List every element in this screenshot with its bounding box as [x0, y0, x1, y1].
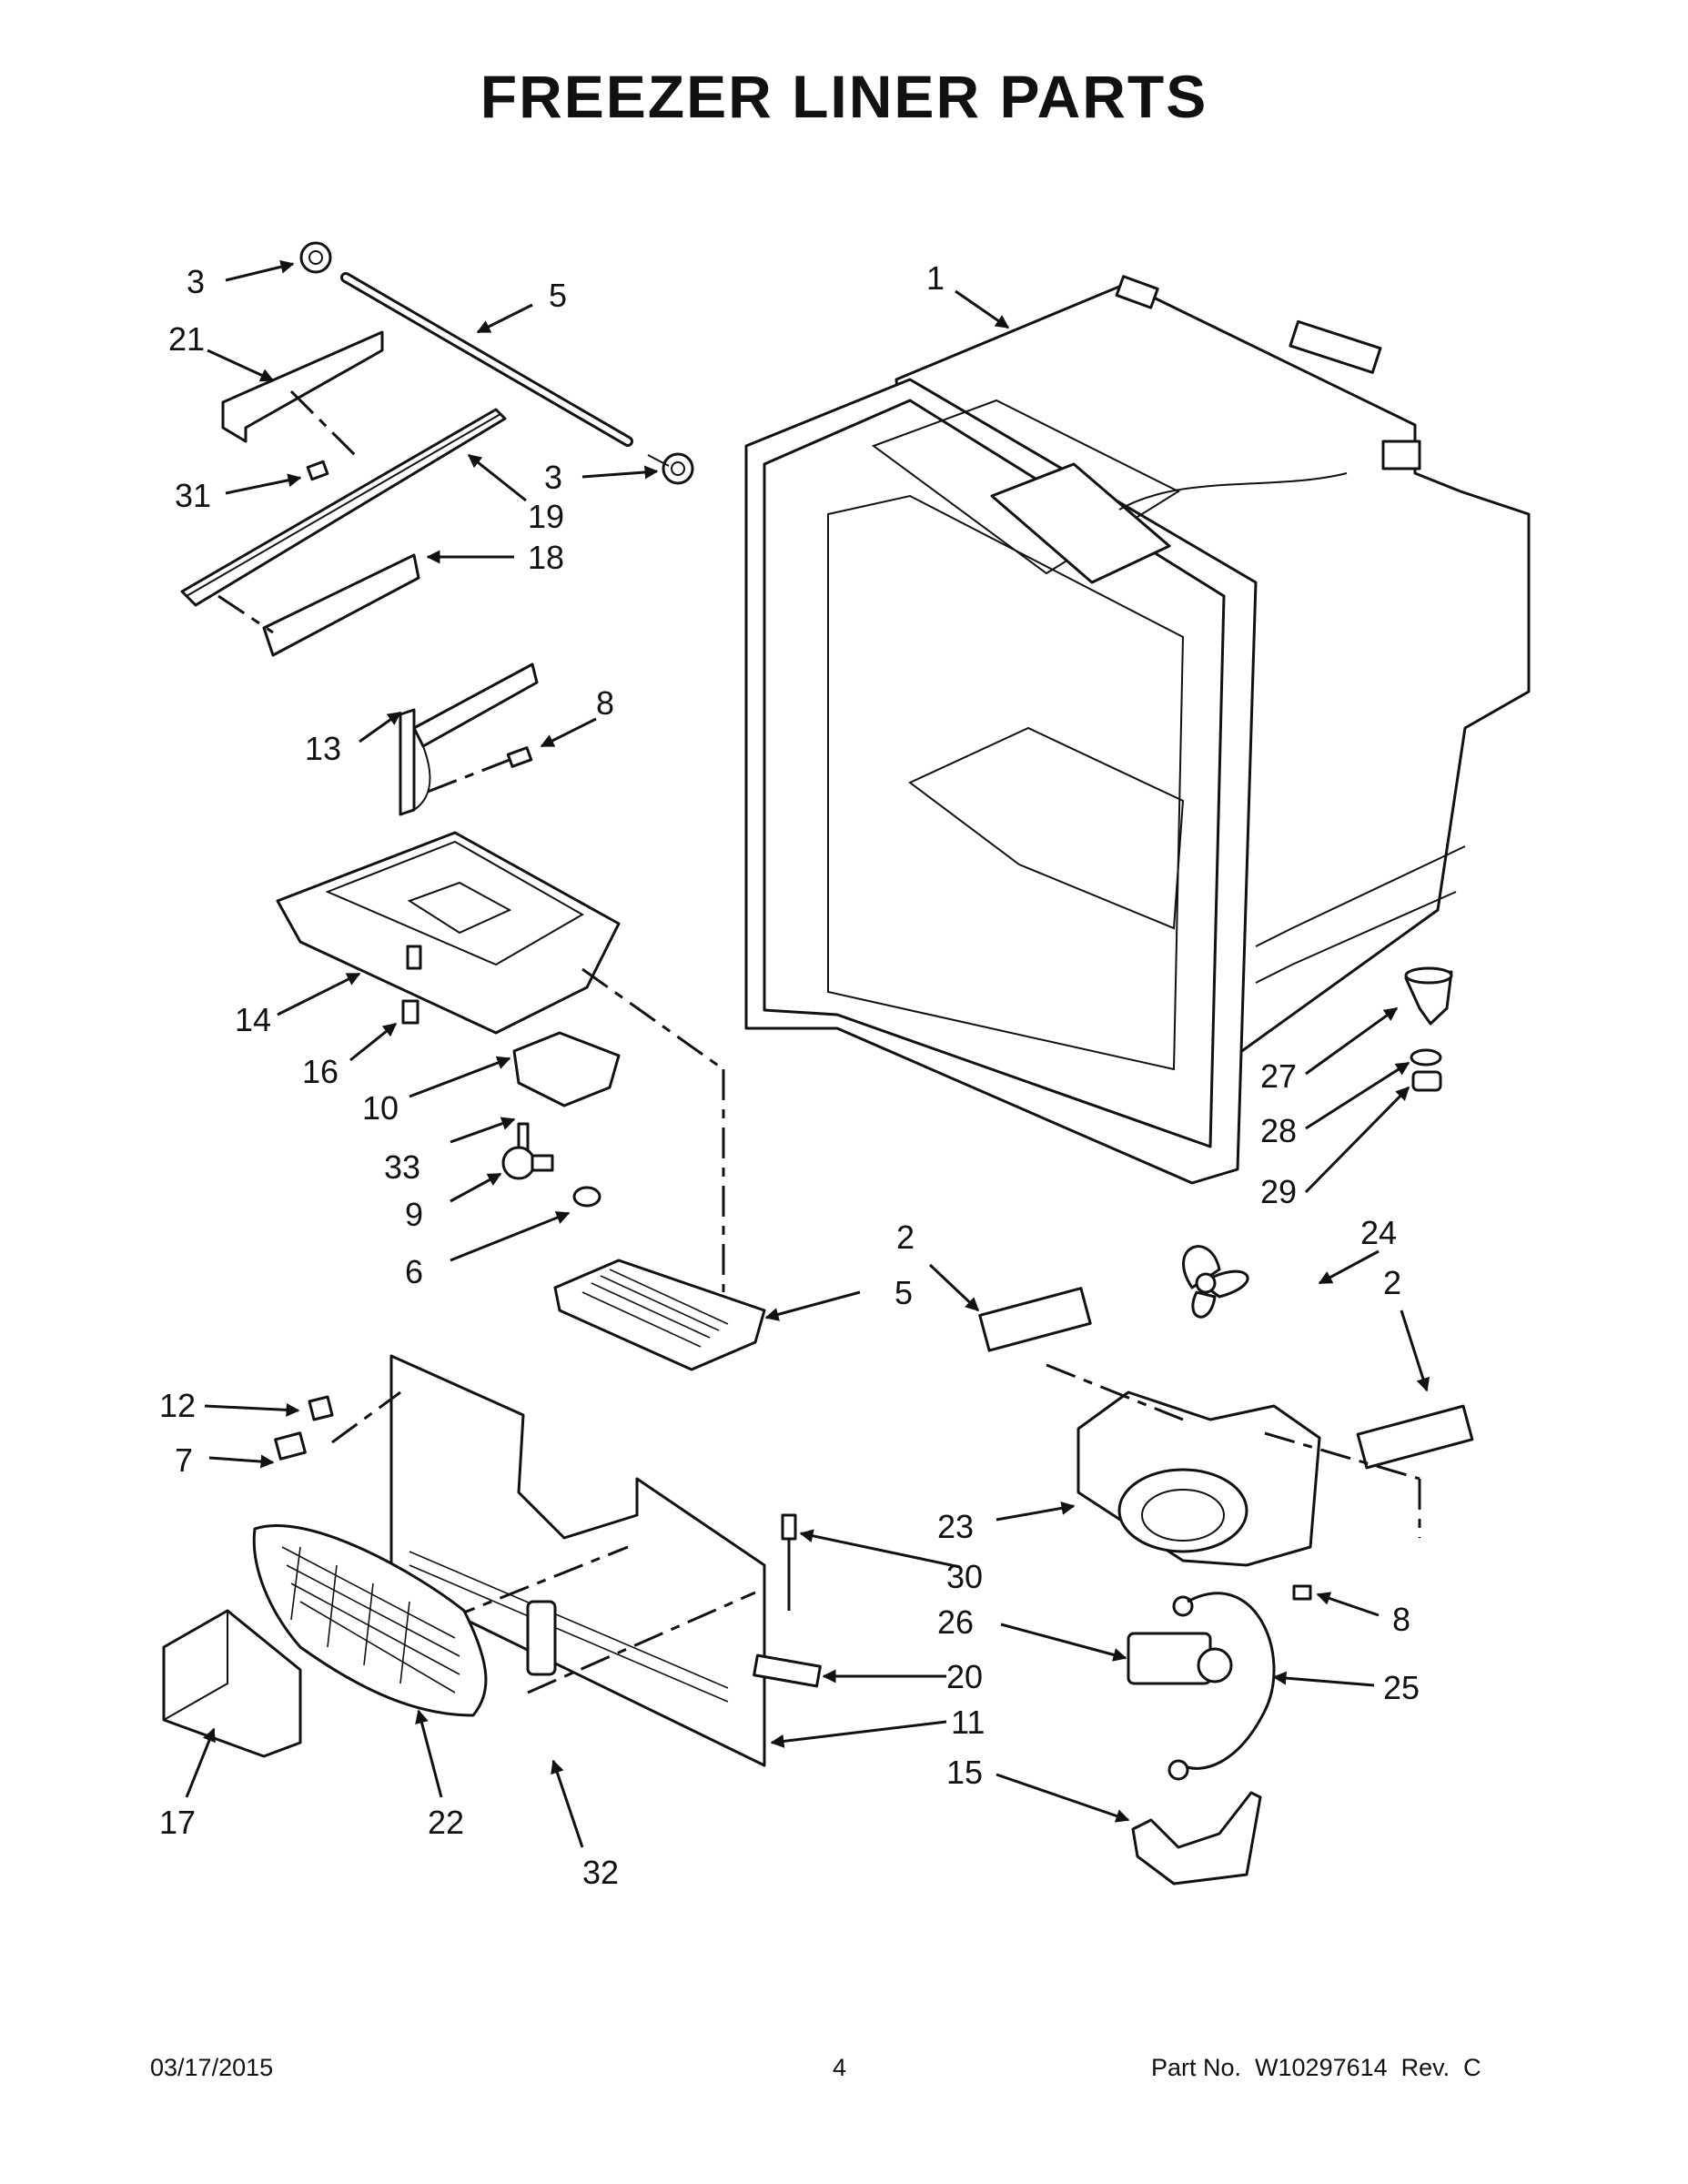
callout-21: 21 [168, 320, 205, 358]
callout-15-label: 15 [946, 1754, 983, 1791]
callout-1: 1 [926, 259, 945, 297]
light-housing [276, 831, 621, 1035]
footer-page-number: 4 [833, 2054, 847, 2081]
callout-5: 5 [549, 277, 567, 314]
rear-cover-panel [274, 1354, 766, 1767]
callout-9: 9 [405, 1196, 423, 1233]
evaporator-fan-motor [1127, 1584, 1312, 1886]
callout-22: 22 [428, 1804, 464, 1841]
freezer-liner [744, 275, 1531, 1185]
fan-housing [1046, 1363, 1421, 1567]
gear-top [299, 241, 332, 274]
thermistor [526, 1513, 797, 1676]
foam-pad-left [978, 1287, 1092, 1352]
callout-17: 17 [159, 1804, 196, 1841]
callout-2-right: 2 [1383, 1264, 1401, 1301]
callout-12: 12 [159, 1387, 196, 1424]
callout-leaders [185, 259, 1430, 1848]
page-title: FREEZER LINER PARTS [480, 63, 1208, 130]
foam-pad-right [1356, 1404, 1474, 1470]
slide-rail-assembly [180, 241, 694, 657]
lamp-shield [553, 1259, 766, 1371]
gear-right [662, 452, 694, 485]
callout-4: 5 [895, 1274, 913, 1311]
callout-6: 6 [405, 1253, 423, 1290]
callout-3-top: 3 [187, 263, 205, 300]
side-bracket [399, 662, 539, 816]
callout-23: 23 [937, 1508, 974, 1545]
callout-30: 30 [946, 1558, 983, 1595]
callout-18: 18 [528, 539, 564, 576]
seal-strip [753, 1653, 822, 1688]
callout-10: 10 [362, 1089, 399, 1127]
callout-26: 26 [937, 1603, 974, 1641]
callout-13: 13 [305, 730, 341, 767]
callout-8-right: 8 [1392, 1601, 1410, 1638]
callout-7: 7 [175, 1441, 193, 1479]
callout-25: 25 [1383, 1669, 1420, 1706]
callout-8-top: 8 [596, 684, 614, 722]
fan-blade [1182, 1245, 1249, 1319]
callout-labels: 3 5 1 21 31 3 19 18 13 8 14 16 10 33 9 6… [159, 259, 1420, 1891]
drain-parts [1404, 966, 1453, 1092]
callout-27: 27 [1260, 1057, 1297, 1095]
callout-11: 11 [951, 1704, 985, 1741]
callout-28: 28 [1260, 1112, 1297, 1149]
air-grille [252, 1523, 488, 1717]
callout-31: 32 [582, 1854, 619, 1891]
callout-24: 24 [1360, 1214, 1397, 1251]
callout-14: 14 [235, 1001, 271, 1038]
callout-33: 33 [384, 1148, 420, 1186]
lamp-components [501, 967, 725, 1292]
callout-32: 31 [175, 477, 211, 514]
callout-20: 20 [946, 1658, 983, 1695]
callout-2-left: 2 [896, 1218, 915, 1256]
callout-29: 29 [1260, 1173, 1297, 1210]
callout-16: 16 [302, 1053, 339, 1090]
damper-cover [162, 1609, 302, 1758]
footer-date: 03/17/2015 [150, 2054, 274, 2081]
callout-19: 19 [528, 498, 564, 535]
callout-3-right: 3 [544, 459, 562, 496]
footer-part-number: Part No. W10297614 Rev. C [1151, 2054, 1481, 2081]
